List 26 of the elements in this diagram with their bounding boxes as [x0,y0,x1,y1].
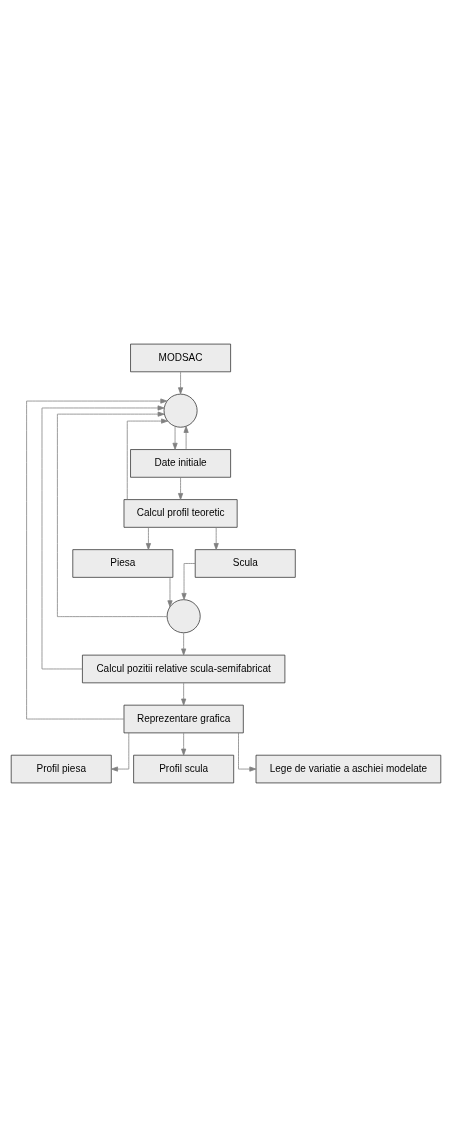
node-box: Calcul profil teoretic [123,499,238,528]
arrow [178,371,184,395]
node-box: Date initiale [130,449,231,478]
arrow [213,527,219,550]
arrow [26,398,168,720]
arrow [57,411,168,617]
arrow [145,527,151,550]
node-box: Scula [194,549,296,578]
arrow [172,426,178,450]
arrow [181,632,187,656]
node-box: Profil piesa [10,754,112,784]
arrow [167,577,173,608]
node-box: Lege de variatie a aschiei modelate [255,754,442,784]
arrow [181,682,187,706]
arrow [183,425,189,450]
node-box: Piesa [72,549,174,578]
arrow [178,476,184,500]
node-box: Calcul pozitii relative scula-semifabricat [82,654,286,684]
arrow [238,732,257,772]
node-box: MODSAC [130,343,231,373]
arrow [41,405,165,670]
arrow [111,732,130,772]
arrow [126,418,169,500]
arrow [181,732,187,756]
node-box: Profil scula [133,754,235,784]
node-box: Reprezentare grafica [123,704,244,734]
